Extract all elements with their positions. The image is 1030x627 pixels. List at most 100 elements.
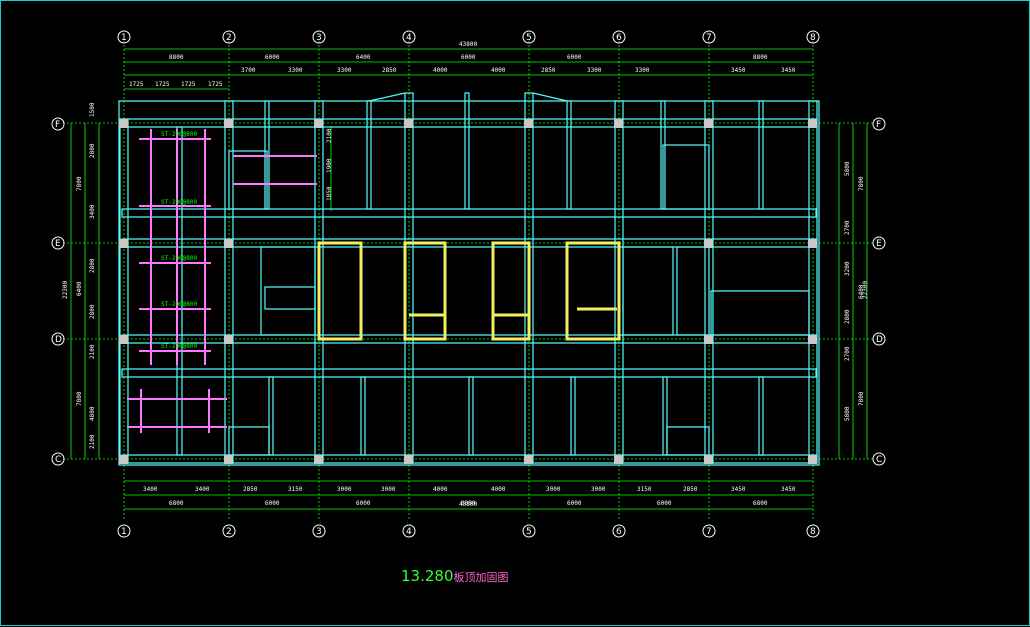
svg-text:6400: 6400 [76, 281, 83, 296]
svg-text:C: C [876, 455, 882, 465]
svg-text:ST-200@800: ST-200@800 [161, 131, 198, 138]
svg-text:4000: 4000 [491, 67, 506, 74]
svg-text:3450: 3450 [781, 67, 796, 74]
axis-bottom-4: 4 [402, 524, 416, 538]
svg-text:2850: 2850 [382, 67, 397, 74]
svg-text:2100: 2100 [89, 434, 96, 449]
svg-text:2: 2 [226, 527, 232, 537]
svg-text:D: D [55, 335, 62, 345]
svg-text:6000: 6000 [265, 500, 280, 507]
svg-text:3700: 3700 [241, 67, 256, 74]
svg-text:1500: 1500 [89, 102, 96, 117]
axis-left-E: E [51, 236, 65, 250]
svg-text:6800: 6800 [169, 500, 184, 507]
svg-text:7: 7 [706, 527, 712, 537]
svg-text:8800: 8800 [169, 54, 184, 61]
svg-text:3300: 3300 [337, 67, 352, 74]
svg-text:1: 1 [121, 527, 127, 537]
svg-text:3300: 3300 [288, 67, 303, 74]
axis-right-F: F [872, 117, 886, 131]
reinforcement-strips [127, 129, 317, 433]
svg-text:3150: 3150 [288, 486, 303, 493]
svg-text:7800: 7800 [76, 176, 83, 191]
svg-text:3000: 3000 [591, 486, 606, 493]
axis-top-6: 6 [612, 30, 626, 44]
drawing-caption: 13.280板顶加固图 [401, 566, 509, 585]
axis-right-E: E [872, 236, 886, 250]
svg-text:5: 5 [526, 527, 532, 537]
svg-text:1725: 1725 [208, 81, 223, 88]
svg-text:3450: 3450 [731, 486, 746, 493]
svg-text:2100: 2100 [326, 128, 333, 143]
svg-text:3000: 3000 [337, 486, 352, 493]
axis-top-2: 2 [222, 30, 236, 44]
svg-text:6: 6 [616, 33, 622, 43]
svg-text:4: 4 [406, 527, 412, 537]
svg-text:F: F [876, 120, 881, 130]
svg-text:3300: 3300 [587, 67, 602, 74]
axis-right-C: C [872, 452, 886, 466]
axis-bubbles: 1 2 3 4 5 6 7 8 1 2 3 4 5 6 7 8 F E D C … [51, 30, 886, 538]
svg-text:8000: 8000 [461, 500, 476, 507]
svg-text:3000: 3000 [381, 486, 396, 493]
svg-text:C: C [55, 455, 61, 465]
svg-text:6000: 6000 [356, 500, 371, 507]
svg-text:2850: 2850 [541, 67, 556, 74]
svg-text:4800: 4800 [89, 406, 96, 421]
axis-bottom-3: 3 [312, 524, 326, 538]
svg-text:3150: 3150 [637, 486, 652, 493]
axis-left-D: D [51, 332, 65, 346]
svg-text:2100: 2100 [89, 344, 96, 359]
svg-text:22300: 22300 [862, 281, 869, 299]
svg-text:ST-200@800: ST-200@800 [161, 301, 198, 308]
svg-text:3450: 3450 [731, 67, 746, 74]
svg-text:2850: 2850 [243, 486, 258, 493]
svg-text:6: 6 [616, 527, 622, 537]
svg-text:43800: 43800 [459, 501, 477, 508]
svg-text:8: 8 [810, 527, 816, 537]
svg-text:6000: 6000 [461, 54, 476, 61]
svg-text:7800: 7800 [858, 391, 865, 406]
svg-text:3: 3 [316, 527, 322, 537]
svg-text:7800: 7800 [858, 176, 865, 191]
axis-top-3: 3 [312, 30, 326, 44]
svg-text:4: 4 [406, 33, 412, 43]
svg-text:5800: 5800 [844, 406, 851, 421]
axis-left-F: F [51, 117, 65, 131]
axis-top-8: 8 [806, 30, 820, 44]
svg-text:6400: 6400 [858, 284, 865, 299]
svg-text:4000: 4000 [433, 486, 448, 493]
axis-top-1: 1 [117, 30, 131, 44]
core-walls [317, 241, 621, 341]
structural-frame [118, 92, 820, 466]
svg-text:E: E [876, 239, 882, 249]
svg-text:1725: 1725 [181, 81, 196, 88]
svg-text:2: 2 [226, 33, 232, 43]
svg-text:3200: 3200 [844, 261, 851, 276]
caption-elevation: 13.280 [401, 567, 454, 585]
svg-text:1: 1 [121, 33, 127, 43]
svg-text:22300: 22300 [62, 281, 69, 299]
axis-top-7: 7 [702, 30, 716, 44]
svg-text:E: E [55, 239, 61, 249]
svg-text:5800: 5800 [844, 161, 851, 176]
axis-bottom-1: 1 [117, 524, 131, 538]
svg-text:2800: 2800 [89, 304, 96, 319]
svg-text:2850: 2850 [683, 486, 698, 493]
svg-text:3000: 3000 [546, 486, 561, 493]
svg-text:7: 7 [706, 33, 712, 43]
svg-text:1725: 1725 [129, 81, 144, 88]
svg-text:2800: 2800 [89, 258, 96, 273]
svg-text:ST-200@800: ST-200@800 [161, 199, 198, 206]
svg-text:2700: 2700 [844, 220, 851, 235]
svg-text:6400: 6400 [356, 54, 371, 61]
svg-text:3400: 3400 [89, 204, 96, 219]
svg-text:6000: 6000 [657, 500, 672, 507]
axis-bottom-6: 6 [612, 524, 626, 538]
svg-text:1725: 1725 [155, 81, 170, 88]
svg-text:4000: 4000 [433, 67, 448, 74]
axis-bottom-5: 5 [522, 524, 536, 538]
svg-text:8800: 8800 [753, 54, 768, 61]
